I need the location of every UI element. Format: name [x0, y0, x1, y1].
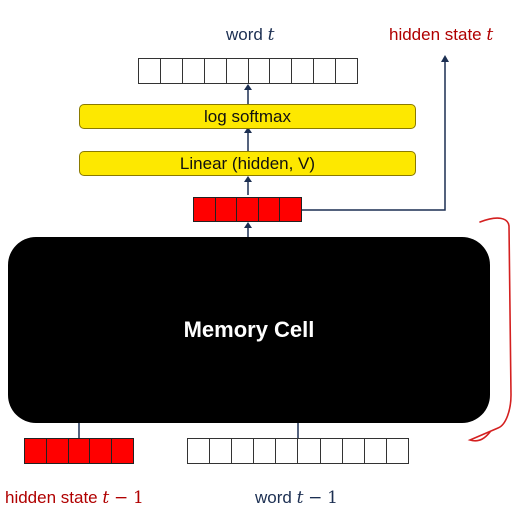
- label-number: 1: [132, 488, 144, 508]
- vector-cell: [254, 439, 277, 463]
- vector-cell: [227, 59, 249, 83]
- vector-cell: [90, 439, 113, 463]
- memory-cell-label: Memory Cell: [183, 317, 315, 342]
- input-hidden-state-label: hidden state t − 1: [5, 488, 144, 508]
- vector-cell: [336, 59, 357, 83]
- label-operator: −: [113, 488, 129, 508]
- arrow-up-icon: [244, 127, 252, 133]
- memory-cell-block: Memory Cell: [8, 237, 490, 423]
- output-word-label: word t: [226, 25, 274, 45]
- vector-cell: [112, 439, 133, 463]
- vector-cell: [232, 439, 255, 463]
- label-operator: −: [308, 488, 323, 508]
- input-word-label: word t − 1: [255, 488, 338, 508]
- bracket-icon: [467, 217, 512, 442]
- arrow-up-icon: [244, 176, 252, 182]
- vector-cell: [210, 439, 233, 463]
- vector-cell: [249, 59, 271, 83]
- label-variable: t: [267, 25, 275, 45]
- vector-cell: [387, 439, 408, 463]
- vector-cell: [276, 439, 299, 463]
- vector-cell: [215, 198, 238, 221]
- vector-cell: [183, 59, 205, 83]
- layer-label: Linear (hidden, V): [179, 154, 316, 173]
- previous-hidden-state-vector: [24, 438, 134, 464]
- output-hidden-state-label: hidden state t: [389, 25, 493, 45]
- vector-cell: [139, 59, 161, 83]
- vector-cell: [25, 439, 47, 463]
- vector-cell: [194, 198, 216, 221]
- hidden-state-connector: [302, 60, 446, 211]
- vector-cell: [161, 59, 183, 83]
- log-softmax-layer: log softmax: [79, 104, 416, 129]
- arrow-up-icon: [441, 55, 449, 62]
- vector-cell: [280, 198, 301, 221]
- vector-cell: [258, 198, 281, 221]
- label-text: hidden state: [389, 25, 482, 44]
- vector-cell: [205, 59, 227, 83]
- vector-cell: [321, 439, 343, 463]
- previous-word-vector: [187, 438, 409, 464]
- vector-cell: [298, 439, 321, 463]
- vector-cell: [270, 59, 293, 83]
- label-text: hidden state: [5, 488, 98, 507]
- hidden-state-vector: [193, 197, 302, 222]
- label-variable: t: [102, 488, 110, 508]
- vector-cell: [343, 439, 365, 463]
- vector-cell: [188, 439, 211, 463]
- vector-cell: [237, 198, 259, 221]
- label-number: 1: [327, 488, 338, 508]
- layer-label: log softmax: [204, 107, 291, 126]
- label-text: word: [226, 25, 263, 44]
- vector-cell: [365, 439, 387, 463]
- output-word-vector: [138, 58, 358, 84]
- vector-cell: [68, 439, 91, 463]
- arrow-up-icon: [244, 222, 252, 228]
- vector-cell: [292, 59, 315, 83]
- vector-cell: [314, 59, 337, 83]
- label-variable: t: [296, 488, 304, 508]
- linear-layer: Linear (hidden, V): [79, 151, 416, 176]
- arrow-up-icon: [244, 84, 252, 90]
- vector-cell: [46, 439, 69, 463]
- label-variable: t: [486, 25, 494, 45]
- label-text: word: [255, 488, 292, 507]
